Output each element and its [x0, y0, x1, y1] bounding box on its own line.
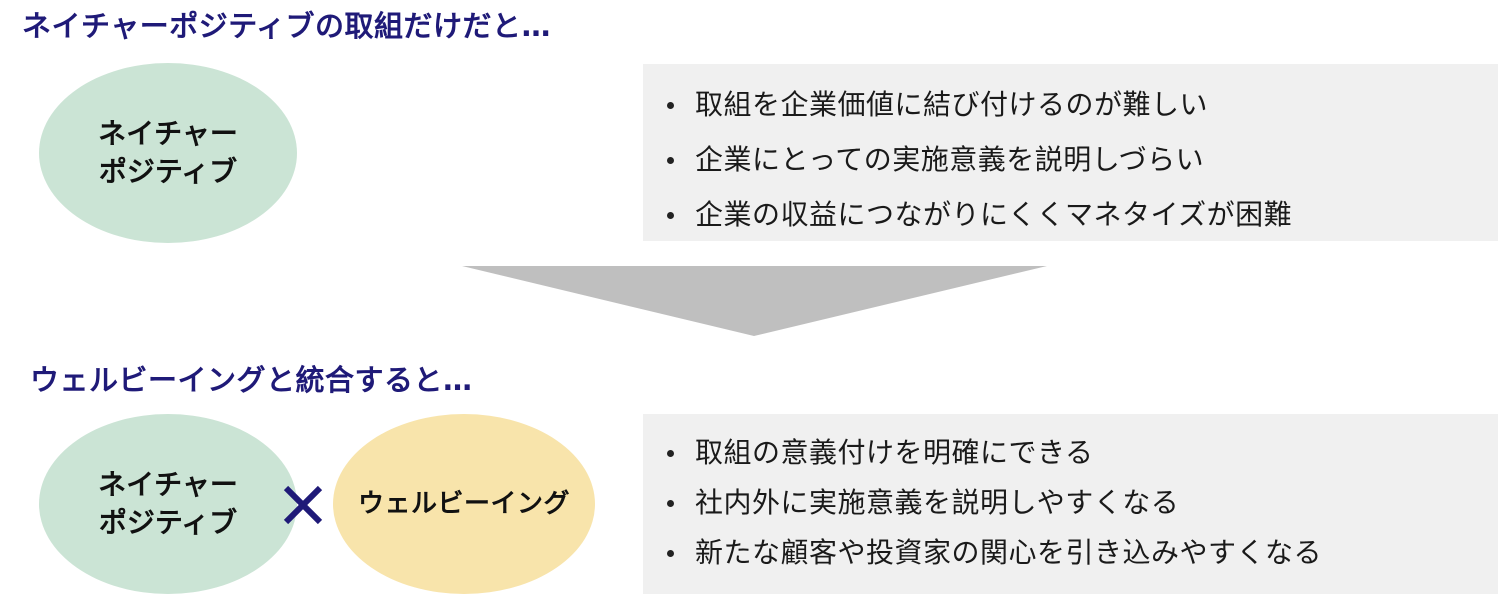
times-icon	[283, 485, 323, 525]
list-item-text: 取組を企業価値に結び付けるのが難しい	[695, 88, 1209, 121]
nature-positive-ellipse: ネイチャー ポジティブ	[39, 63, 297, 243]
down-arrow-icon	[462, 266, 1047, 336]
heading-before: ネイチャーポジティブの取組だけだと…	[22, 9, 551, 43]
list-item-text: 新たな顧客や投資家の関心を引き込みやすくなる	[695, 536, 1323, 569]
list-item-text: 企業の収益につながりにくくマネタイズが困難	[695, 198, 1293, 231]
bullet-icon	[667, 450, 674, 457]
ellipse-label-line1: ネイチャー	[98, 468, 238, 501]
ellipse-label-line2: ポジティブ	[98, 155, 238, 188]
ellipse-label: ウェルビーイング	[357, 489, 570, 519]
list-item: 取組を企業価値に結び付けるのが難しい	[665, 77, 1498, 132]
ellipse-label-line1: ネイチャー	[98, 117, 238, 150]
bullet-icon	[667, 101, 674, 109]
list-item: 新たな顧客や投資家の関心を引き込みやすくなる	[665, 528, 1498, 578]
bullet-icon	[667, 550, 674, 557]
list-item: 企業にとっての実施意義を説明しづらい	[665, 132, 1498, 187]
list-item-text: 社内外に実施意義を説明しやすくなる	[695, 486, 1180, 519]
wellbeing-ellipse: ウェルビーイング	[333, 414, 595, 594]
list-item: 取組の意義付けを明確にできる	[665, 428, 1498, 478]
bullet-icon	[667, 211, 674, 219]
bullet-icon	[667, 500, 674, 507]
ellipse-label-line2: ポジティブ	[98, 506, 238, 539]
heading-after: ウェルビーイングと統合すると…	[30, 363, 473, 397]
list-item-text: 取組の意義付けを明確にできる	[695, 436, 1094, 469]
nature-positive-ellipse: ネイチャー ポジティブ	[39, 414, 297, 594]
benefits-panel: 取組の意義付けを明確にできる 社内外に実施意義を説明しやすくなる 新たな顧客や投…	[643, 414, 1498, 594]
challenges-panel: 取組を企業価値に結び付けるのが難しい 企業にとっての実施意義を説明しづらい 企業…	[643, 64, 1498, 241]
benefits-list: 取組の意義付けを明確にできる 社内外に実施意義を説明しやすくなる 新たな顧客や投…	[665, 428, 1498, 578]
list-item: 社内外に実施意義を説明しやすくなる	[665, 478, 1498, 528]
list-item: 企業の収益につながりにくくマネタイズが困難	[665, 187, 1498, 242]
list-item-text: 企業にとっての実施意義を説明しづらい	[695, 143, 1205, 176]
bullet-icon	[667, 156, 674, 164]
challenges-list: 取組を企業価値に結び付けるのが難しい 企業にとっての実施意義を説明しづらい 企業…	[665, 77, 1498, 242]
